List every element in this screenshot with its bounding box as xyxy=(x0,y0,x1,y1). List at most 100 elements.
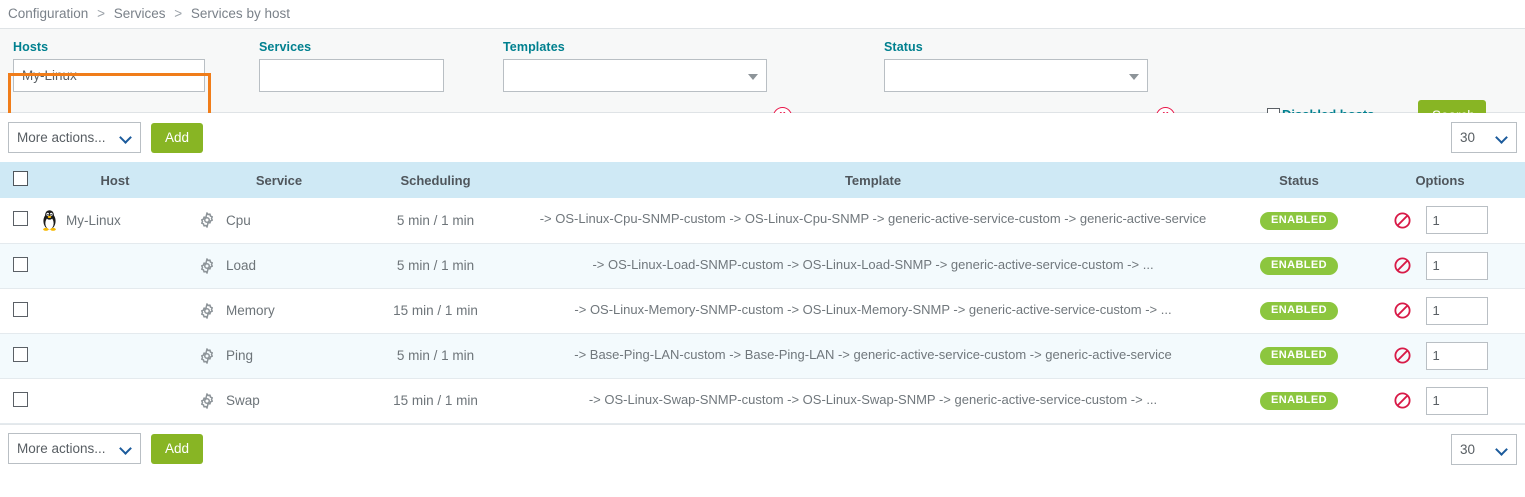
ban-icon[interactable] xyxy=(1393,391,1412,410)
chevron-down-icon[interactable] xyxy=(1497,444,1508,455)
status-badge: ENABLED xyxy=(1260,302,1338,320)
add-button-top[interactable]: Add xyxy=(151,122,204,153)
gear-icon xyxy=(198,257,216,275)
scheduling-cell: 5 min / 1 min xyxy=(368,198,503,244)
scheduling-cell: 15 min / 1 min xyxy=(368,378,503,424)
host-cell xyxy=(40,333,190,379)
status-cell: ENABLED xyxy=(1243,378,1355,424)
select-all-header xyxy=(0,162,40,198)
gear-icon xyxy=(198,392,216,410)
options-cell xyxy=(1355,288,1525,334)
quantity-input[interactable] xyxy=(1425,386,1488,415)
hosts-input[interactable] xyxy=(13,59,205,92)
options-cell xyxy=(1355,378,1525,424)
service-cell: Cpu xyxy=(190,198,368,244)
template-chain: -> OS-Linux-Load-SNMP-custom -> OS-Linux… xyxy=(592,256,1154,272)
chevron-down-icon[interactable] xyxy=(1497,132,1508,143)
status-select[interactable] xyxy=(884,59,1148,92)
templates-select[interactable] xyxy=(503,59,767,92)
service-name[interactable]: Swap xyxy=(226,393,260,408)
scheduling-cell: 5 min / 1 min xyxy=(368,333,503,379)
filter-field-status: Status xyxy=(884,40,1148,95)
status-badge: ENABLED xyxy=(1260,392,1338,410)
page-size-select-top[interactable]: 30 xyxy=(1451,122,1517,153)
ban-icon[interactable] xyxy=(1393,301,1412,320)
column-header-service[interactable]: Service xyxy=(190,162,368,198)
row-checkbox[interactable] xyxy=(12,391,28,407)
row-select-cell xyxy=(0,378,40,424)
breadcrumb-item-configuration[interactable]: Configuration xyxy=(8,6,89,21)
status-label: Status xyxy=(884,40,923,54)
row-select-cell xyxy=(0,243,40,289)
template-cell: -> OS-Linux-Swap-SNMP-custom -> OS-Linux… xyxy=(503,378,1243,424)
row-select-cell xyxy=(0,198,40,244)
quantity-input[interactable] xyxy=(1425,251,1488,280)
breadcrumb-separator: > xyxy=(97,6,105,21)
table-row: Swap 15 min / 1 min-> OS-Linux-Swap-SNMP-… xyxy=(0,378,1525,424)
service-name[interactable]: Load xyxy=(226,258,257,273)
template-cell: -> OS-Linux-Memory-SNMP-custom -> OS-Lin… xyxy=(503,288,1243,334)
table-row: Ping 5 min / 1 min -> Base-Ping-LAN-custom… xyxy=(0,333,1525,379)
column-header-status[interactable]: Status xyxy=(1243,162,1355,198)
row-checkbox[interactable] xyxy=(12,301,28,317)
service-name[interactable]: Cpu xyxy=(226,212,251,228)
ban-icon[interactable] xyxy=(1393,211,1412,230)
table-row: Load 5 min / 1 min -> OS-Linux-Load-SNMP-c… xyxy=(0,243,1525,289)
template-chain: -> Base-Ping-LAN-custom -> Base-Ping-LAN… xyxy=(574,346,1172,362)
column-header-scheduling[interactable]: Scheduling xyxy=(368,162,503,198)
more-actions-select-bottom[interactable]: More actions... xyxy=(8,433,141,464)
status-badge: ENABLED xyxy=(1260,211,1338,230)
more-actions-label: More actions... xyxy=(17,130,106,145)
table-header-row: Host Service Scheduling Template Status … xyxy=(0,162,1525,198)
add-button-bottom[interactable]: Add xyxy=(151,433,204,464)
ban-icon[interactable] xyxy=(1393,256,1412,275)
services-table: Host Service Scheduling Template Status … xyxy=(0,162,1525,424)
breadcrumb-separator: > xyxy=(174,6,183,21)
filter-field-hosts: Hosts xyxy=(13,40,205,92)
chevron-down-icon[interactable] xyxy=(1129,73,1139,80)
template-cell: -> Base-Ping-LAN-custom -> Base-Ping-LAN… xyxy=(503,333,1243,379)
gear-icon xyxy=(198,302,216,320)
options-cell xyxy=(1355,333,1525,379)
host-cell xyxy=(40,243,190,289)
chevron-down-icon[interactable] xyxy=(121,132,132,143)
template-cell: -> OS-Linux-Cpu-SNMP-custom -> OS-Linux-… xyxy=(503,198,1243,244)
host-name[interactable]: My-Linux xyxy=(66,212,121,228)
status-cell: ENABLED xyxy=(1243,333,1355,379)
service-cell: Load xyxy=(190,243,368,289)
service-name[interactable]: Memory xyxy=(226,303,275,318)
status-badge: ENABLED xyxy=(1260,257,1338,275)
chevron-down-icon[interactable] xyxy=(121,443,132,454)
quantity-input[interactable] xyxy=(1425,296,1488,325)
row-checkbox[interactable] xyxy=(12,256,28,272)
templates-label: Templates xyxy=(503,40,565,54)
column-header-template[interactable]: Template xyxy=(503,162,1243,198)
filter-field-services: Services xyxy=(259,40,444,92)
template-chain: -> OS-Linux-Cpu-SNMP-custom -> OS-Linux-… xyxy=(539,211,1207,227)
select-all-checkbox[interactable] xyxy=(12,171,28,186)
row-select-cell xyxy=(0,288,40,334)
page-size-select-bottom[interactable]: 30 xyxy=(1451,433,1517,465)
chevron-down-icon[interactable] xyxy=(748,73,758,80)
quantity-input[interactable] xyxy=(1425,206,1488,235)
ban-icon[interactable] xyxy=(1393,346,1412,365)
quantity-input[interactable] xyxy=(1425,341,1488,370)
breadcrumb: Configuration > Services > Services by h… xyxy=(0,0,1525,28)
more-actions-select-top[interactable]: More actions... xyxy=(8,122,141,153)
row-checkbox[interactable] xyxy=(12,211,28,227)
toolbar-bottom: More actions... Add 30 xyxy=(0,423,1525,473)
column-header-options: Options xyxy=(1355,162,1525,198)
page-size-value: 30 xyxy=(1460,441,1476,457)
row-select-cell xyxy=(0,333,40,379)
status-select-wrap xyxy=(884,59,1148,92)
breadcrumb-item-services[interactable]: Services xyxy=(113,6,166,21)
row-checkbox[interactable] xyxy=(12,346,28,362)
column-header-host[interactable]: Host xyxy=(40,162,190,198)
scheduling-cell: 5 min / 1 min xyxy=(368,243,503,289)
service-name[interactable]: Ping xyxy=(226,348,254,363)
host-cell xyxy=(40,378,190,424)
status-cell: ENABLED xyxy=(1243,288,1355,334)
breadcrumb-item-services-by-host[interactable]: Services by host xyxy=(190,6,290,21)
services-input[interactable] xyxy=(259,59,444,92)
